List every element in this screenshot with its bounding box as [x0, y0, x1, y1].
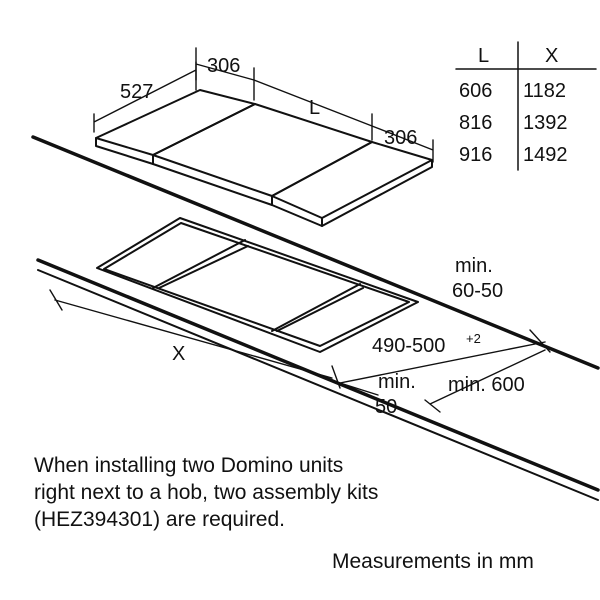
- units-caption: Measurements in mm: [332, 550, 534, 573]
- table-cell-X-row3: 1492: [523, 144, 568, 166]
- dim-L-label: L: [309, 97, 320, 119]
- cutout-depth-tolerance: +2: [466, 331, 481, 346]
- table-cell-X-row2: 1392: [523, 112, 568, 134]
- table-header-L: L: [478, 45, 489, 67]
- dim-X-line: [49, 289, 341, 389]
- cutout-outline-inner: [103, 222, 410, 347]
- installation-note-line: right next to a hob, two assembly kits: [34, 481, 379, 504]
- dim-306-right-label: 306: [384, 127, 417, 149]
- dim-L-line: [253, 79, 373, 141]
- countertop-back-edge: [31, 135, 600, 370]
- table-header-X: X: [545, 45, 558, 67]
- dim-below-clearance-line: [424, 349, 546, 413]
- installation-note: When installing two Domino units right n…: [34, 452, 454, 533]
- dim-306-left-line: [195, 47, 255, 101]
- installation-note-line: When installing two Domino units: [34, 454, 344, 477]
- cutout-depth-label: 490-500: [372, 335, 445, 357]
- dim-cutout-depth-line: [339, 329, 551, 384]
- table-cell-L-row1: 606: [459, 80, 492, 102]
- dim-306-left-label: 306: [207, 55, 240, 77]
- dim-527-label: 527: [120, 81, 153, 103]
- table-cell-L-row2: 816: [459, 112, 492, 134]
- dim-306-right-line: [371, 125, 434, 163]
- hob-centre-top: [152, 103, 373, 197]
- table-cell-X-row1: 1182: [523, 80, 566, 102]
- clearance-back-label: min.: [455, 255, 493, 277]
- appliance-joints: [152, 154, 323, 227]
- clearance-back-value: 60-50: [452, 280, 503, 302]
- clearance-front-label: min.: [378, 371, 416, 393]
- installation-note-line: (HEZ394301) are required.: [34, 508, 285, 531]
- clearance-front-value: 50: [375, 396, 397, 418]
- cutout-outline-outer: [96, 217, 419, 353]
- countertop-front-edge-lower: [37, 269, 599, 501]
- cutout-segments: [152, 239, 364, 332]
- table-cell-L-row3: 916: [459, 144, 492, 166]
- countertop-front-edge: [36, 258, 600, 492]
- dim-front-clearance-line: [339, 382, 379, 396]
- size-table: L X 606 1182 816 1392 916 1492: [459, 45, 568, 166]
- clearance-below-label: min. 600: [448, 374, 525, 396]
- dim-X-label: X: [172, 343, 185, 365]
